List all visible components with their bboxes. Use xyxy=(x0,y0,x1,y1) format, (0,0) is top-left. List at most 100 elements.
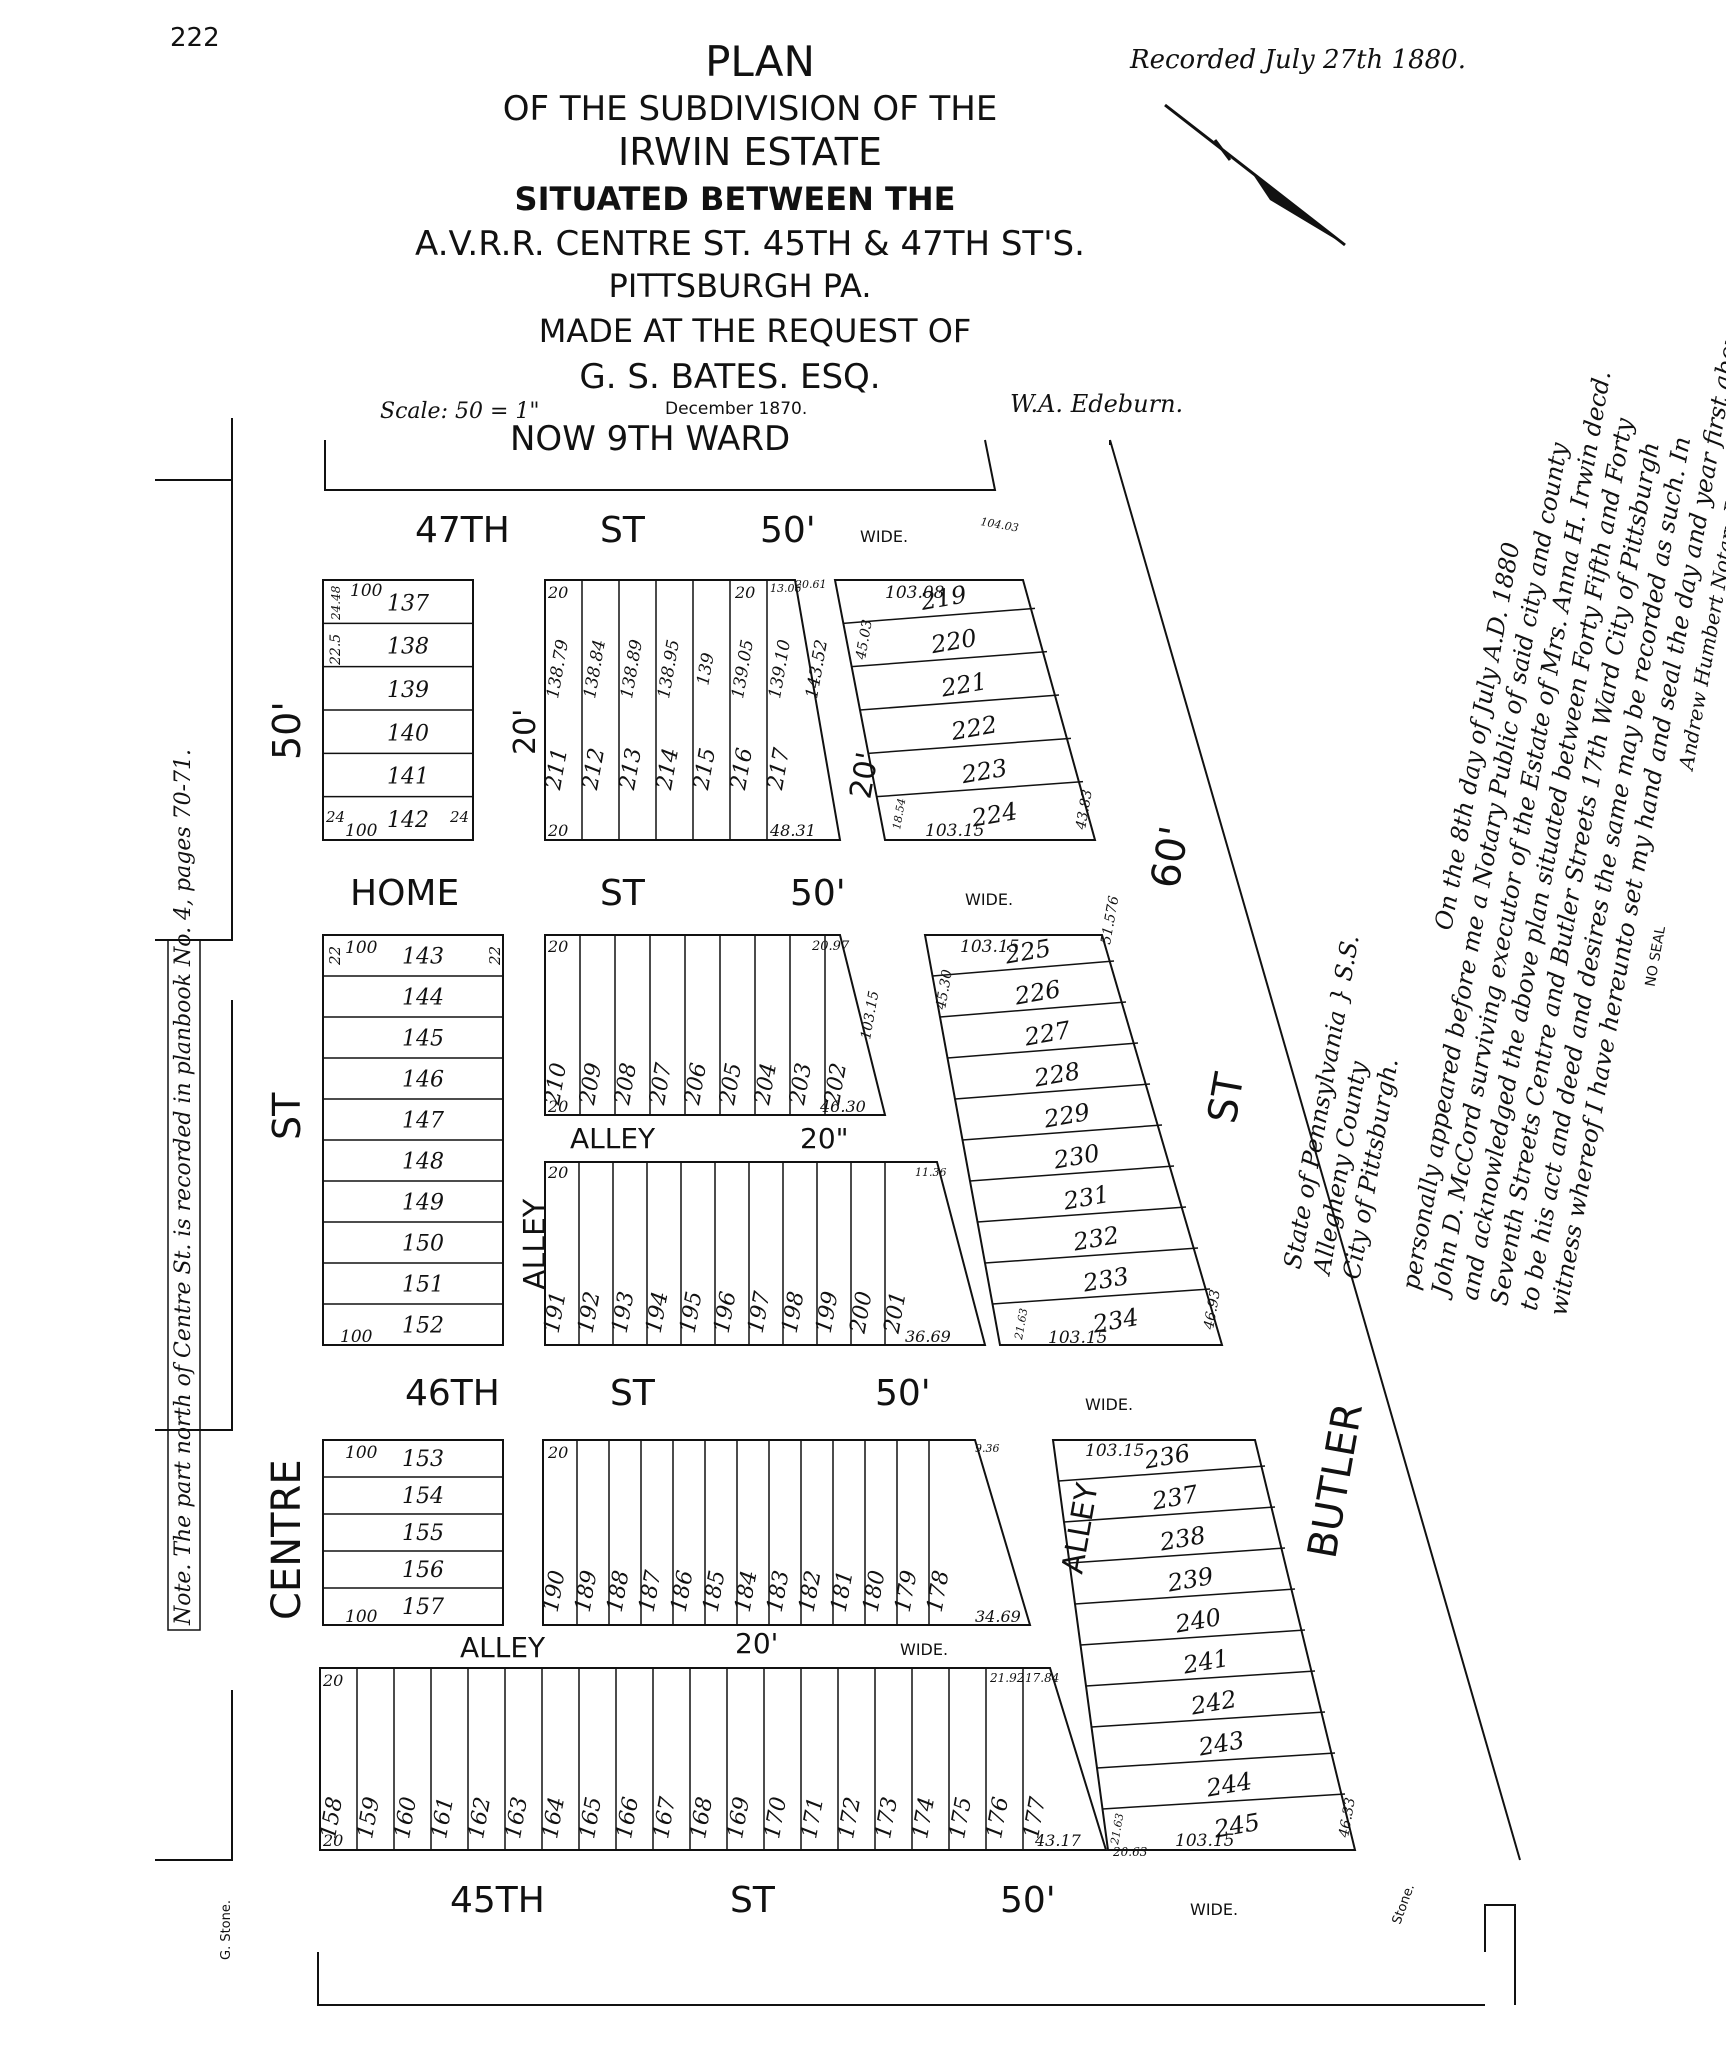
lot-block-k: 165 xyxy=(575,1795,607,1841)
lot-block-k: 163 xyxy=(501,1795,533,1841)
lot-block-d: 150 xyxy=(402,1232,444,1257)
dim-k-20-bottom: 20 xyxy=(322,1831,343,1850)
lot-line xyxy=(868,737,1072,755)
street-45th-st: ST xyxy=(730,1880,776,1921)
lot-block-d: 147 xyxy=(402,1109,444,1134)
lot-block-d: 145 xyxy=(402,1027,444,1052)
lot-block-k: 162 xyxy=(464,1795,496,1841)
street-46th-width: 50' xyxy=(875,1373,931,1414)
lot-block-d: 149 xyxy=(402,1191,444,1216)
lot-line xyxy=(984,1247,1199,1264)
lot-block-j: 239 xyxy=(1165,1562,1216,1598)
lot-block-k: 173 xyxy=(871,1795,903,1841)
dim-b-20-61: 20.61 xyxy=(794,578,827,591)
lot-block-k: 174 xyxy=(908,1795,940,1841)
lot-block-i: 186 xyxy=(667,1569,699,1615)
lot-block-f: 228 xyxy=(1031,1057,1082,1093)
lot-line xyxy=(954,1083,1151,1100)
lot-block-i: 184 xyxy=(731,1569,763,1615)
lot-line xyxy=(1102,1793,1346,1810)
street-46th: 46TH xyxy=(405,1373,500,1414)
lot-block-k: 175 xyxy=(945,1795,977,1841)
lot-block-k: 159 xyxy=(353,1795,385,1841)
lot-block-d: 151 xyxy=(402,1273,444,1298)
lot-block-k: 167 xyxy=(649,1795,681,1841)
stone-right: Stone. xyxy=(1390,1882,1418,1926)
centre-st-note: Note. The part north of Centre St. is re… xyxy=(167,749,201,1631)
lot-block-k: 176 xyxy=(982,1795,1014,1841)
lot-block-i: 178 xyxy=(923,1569,955,1615)
title-line-5: A.V.R.R. CENTRE ST. 45TH & 47TH ST'S. xyxy=(415,224,1085,264)
dim-k-21-92: 21.92 xyxy=(989,1671,1024,1685)
lot-line xyxy=(939,1001,1127,1018)
dim-f-46-93: 46.93 xyxy=(1201,1288,1224,1331)
street-butler: BUTLER xyxy=(1300,1400,1372,1562)
lot-block-c: 223 xyxy=(958,754,1009,790)
lot-line xyxy=(962,1124,1163,1141)
lot-line xyxy=(992,1288,1211,1305)
title-line-3: IRWIN ESTATE xyxy=(618,130,882,174)
dim-e-20-bottom: 20 xyxy=(547,1097,568,1116)
lot-line xyxy=(1063,1506,1276,1523)
lot-line xyxy=(851,650,1048,668)
lot-block-k: 164 xyxy=(538,1795,570,1841)
dim-c-103-15: 103.15 xyxy=(925,821,984,841)
lot-block-j: 237 xyxy=(1149,1480,1201,1516)
lot-block-d: 143 xyxy=(402,945,444,970)
lot-block-i: 180 xyxy=(859,1569,891,1615)
lot-block-i: 183 xyxy=(763,1569,795,1615)
lot-block-j: 241 xyxy=(1180,1644,1231,1680)
scale-label: Scale: 50 = 1" xyxy=(380,399,540,424)
dim-b-20-bottom: 20 xyxy=(547,821,568,840)
lot-block-h: 155 xyxy=(402,1521,444,1546)
lot-depth-b: 138.79 xyxy=(543,638,573,700)
dim-b-20-top-right: 20 xyxy=(734,583,755,602)
lot-line xyxy=(1096,1752,1336,1769)
lot-block-i: 185 xyxy=(699,1569,731,1615)
lot-block-j: 244 xyxy=(1203,1767,1254,1803)
lot-line xyxy=(1074,1588,1296,1605)
lot-block-b: 215 xyxy=(689,746,721,793)
lot-depth-b: 139 xyxy=(693,651,718,687)
lot-block-a: 139 xyxy=(387,678,429,703)
lot-block-b: 216 xyxy=(726,746,758,793)
title-line-4: SITUATED BETWEEN THE xyxy=(515,180,956,218)
dim-g-36-69: 36.69 xyxy=(905,1327,951,1346)
stone-left: G. Stone. xyxy=(219,1900,234,1960)
lot-block-i: 181 xyxy=(827,1569,859,1615)
dim-b-48-31: 48.31 xyxy=(769,821,816,840)
lot-block-f: 230 xyxy=(1051,1139,1102,1175)
dim-j-103-15-bottom: 103.15 xyxy=(1175,1831,1234,1851)
lot-block-k: 172 xyxy=(834,1795,866,1841)
lot-line xyxy=(977,1206,1187,1223)
dim-c-103-08: 103.08 xyxy=(885,583,945,603)
dim-e-103-15: 103.15 xyxy=(858,990,882,1041)
dim-c-43-83: 43.83 xyxy=(1073,788,1096,831)
lot-block-k: 160 xyxy=(390,1795,422,1841)
dim-104-03: 104.03 xyxy=(979,515,1019,534)
dim-h-100-bottom: 100 xyxy=(345,1607,378,1627)
alley-top-width: 20' xyxy=(508,709,543,755)
lot-block-d: 146 xyxy=(402,1068,444,1093)
dim-b-13-06: 13.06 xyxy=(770,582,802,595)
alley-mid: ALLEY xyxy=(570,1122,656,1155)
lot-block-k: 171 xyxy=(797,1795,829,1841)
recorded-note: Recorded July 27th 1880. xyxy=(1129,45,1466,75)
lot-line xyxy=(876,780,1084,798)
lot-line xyxy=(1069,1547,1286,1564)
surveyor-signature: W.A. Edeburn. xyxy=(1010,390,1183,418)
lot-block-k: 166 xyxy=(612,1795,644,1841)
lot-block-h: 153 xyxy=(402,1447,444,1472)
dim-a-24-left: 24 xyxy=(325,808,345,826)
lot-line xyxy=(969,1165,1175,1182)
lot-block-k: 170 xyxy=(760,1795,792,1841)
lot-block-f: 231 xyxy=(1060,1180,1111,1216)
street-45th-width: 50' xyxy=(1000,1880,1056,1921)
note-text: Note. The part north of Centre St. is re… xyxy=(171,749,196,1626)
lot-block-a: 141 xyxy=(387,765,429,790)
lot-block-i: 182 xyxy=(795,1569,827,1615)
lot-block-f: 226 xyxy=(1012,975,1063,1011)
street-home-wide: WIDE. xyxy=(965,890,1013,909)
street-45th-wide: WIDE. xyxy=(1190,1900,1238,1919)
dim-f-21-63: 21.63 xyxy=(1012,1307,1030,1341)
